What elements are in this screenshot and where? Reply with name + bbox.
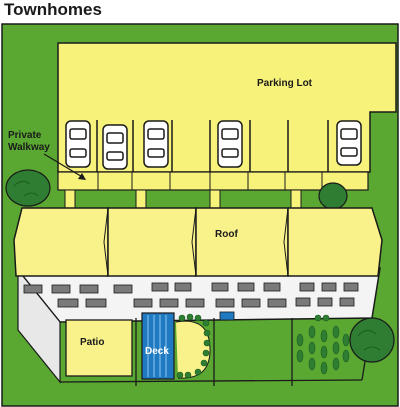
- window: [295, 297, 311, 307]
- deck-boards: [147, 315, 167, 377]
- walkway-segments: [97, 172, 323, 190]
- window: [57, 298, 79, 308]
- roof-label: Roof: [215, 229, 238, 240]
- car-icon: [143, 120, 169, 168]
- parking-lot-label: Parking Lot: [257, 78, 313, 89]
- walkway-pointer: [43, 153, 85, 179]
- tree-icon: [5, 169, 51, 207]
- roof-section: [195, 207, 289, 277]
- bench-icon: [219, 311, 235, 321]
- window: [174, 282, 192, 292]
- window: [343, 282, 359, 292]
- windows: [23, 282, 359, 308]
- car-icon: [102, 124, 128, 170]
- window: [263, 282, 281, 292]
- private-walkway-label-line1: Private: [8, 130, 42, 141]
- roof-section: [13, 207, 109, 277]
- roof-section: [287, 207, 383, 277]
- window: [85, 298, 107, 308]
- roof-ridges: [103, 207, 289, 277]
- garden-plant-icon: [296, 314, 350, 375]
- walkway-pointer-arrowhead: [78, 173, 86, 180]
- page-title: Townhomes: [4, 0, 102, 19]
- window: [159, 298, 179, 308]
- window: [23, 284, 43, 294]
- window: [317, 297, 333, 307]
- patio-label: Patio: [80, 337, 104, 348]
- roof: [13, 207, 383, 277]
- window: [267, 298, 287, 308]
- window: [321, 282, 337, 292]
- window: [51, 284, 71, 294]
- car-icon: [217, 120, 243, 168]
- garden-bed: [175, 320, 211, 379]
- window: [299, 282, 315, 292]
- deck-label: Deck: [145, 346, 169, 357]
- patio: [65, 319, 133, 377]
- car-icon: [65, 120, 91, 168]
- window: [185, 298, 205, 308]
- window: [241, 298, 261, 308]
- window: [237, 282, 255, 292]
- window: [113, 284, 133, 294]
- tree-icon: [318, 182, 348, 210]
- private-walkway-label-line2: Walkway: [8, 142, 50, 153]
- shrub-icon: [176, 313, 211, 379]
- car-icon: [336, 120, 362, 166]
- window: [133, 298, 153, 308]
- deck: [141, 312, 175, 380]
- window: [151, 282, 169, 292]
- roof-section: [107, 207, 197, 277]
- window: [215, 298, 235, 308]
- tree-icon: [349, 317, 395, 363]
- window: [339, 297, 355, 307]
- parking-stall-lines: [96, 120, 329, 172]
- window: [211, 282, 229, 292]
- window: [79, 284, 99, 294]
- cars: [65, 120, 362, 170]
